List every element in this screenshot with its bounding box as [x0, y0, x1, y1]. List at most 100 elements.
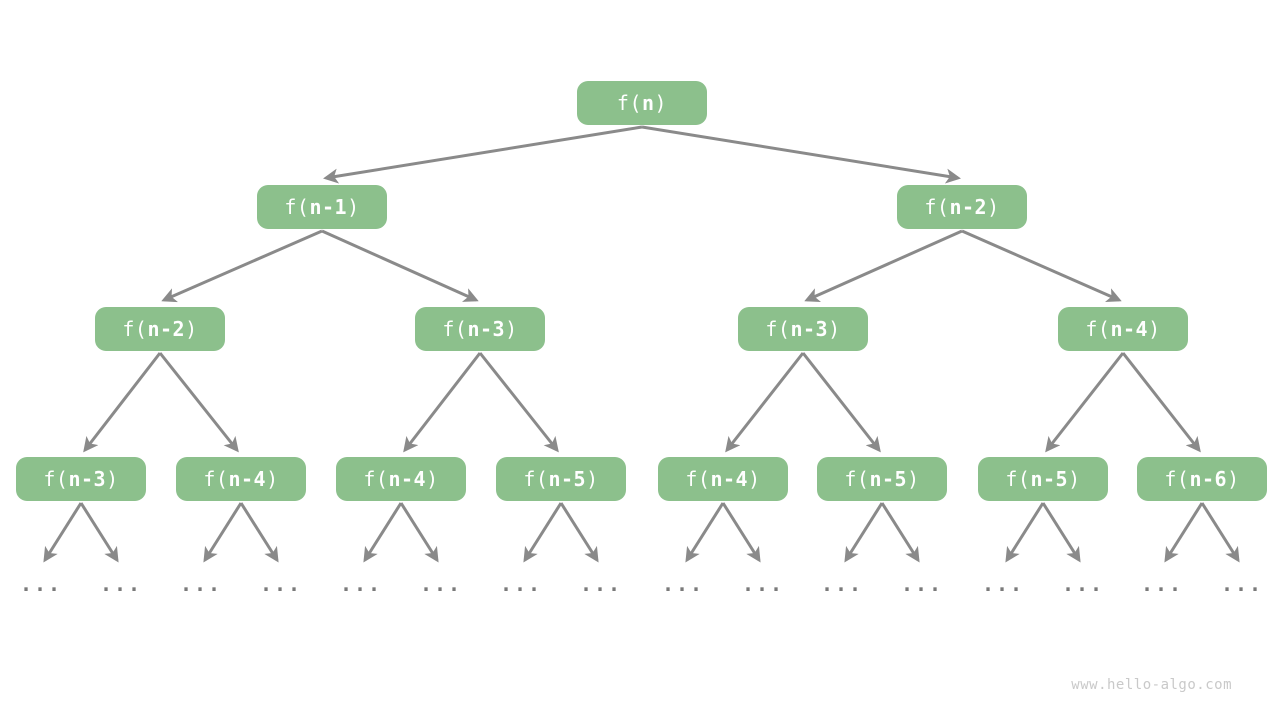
tree-edge: [725, 352, 805, 453]
node-label-pre: f(: [924, 195, 950, 219]
node-label-arg: n-5: [548, 467, 587, 491]
tree-edge: [641, 125, 961, 184]
node-label-pre: f(: [844, 467, 870, 491]
ellipsis-label: ...: [900, 572, 944, 596]
tree-edge: [83, 352, 162, 453]
tree-node: f(n-3): [16, 457, 146, 501]
tree-node: f(n-1): [257, 185, 387, 229]
tree-edge: [403, 352, 482, 453]
tree-edge: [721, 502, 761, 563]
tree-edge: [1045, 352, 1125, 453]
node-label-pre: f(: [43, 467, 69, 491]
node-label-post: ): [185, 317, 198, 341]
tree-node: f(n-4): [176, 457, 306, 501]
node-label-post: ): [1148, 317, 1161, 341]
tree-node: f(n-3): [738, 307, 868, 351]
node-label-arg: n-5: [869, 467, 908, 491]
ellipsis-label: ...: [1140, 572, 1184, 596]
ellipsis-label: ...: [661, 572, 705, 596]
tree-edge: [323, 125, 643, 184]
node-label-post: ): [1068, 467, 1081, 491]
tree-edge: [801, 352, 881, 453]
tree-edge: [158, 352, 239, 453]
ellipsis-label: ...: [1061, 572, 1105, 596]
tree-edge: [321, 229, 479, 302]
tree-node: f(n-4): [1058, 307, 1188, 351]
tree-node: f(n-6): [1137, 457, 1267, 501]
node-label-post: ): [106, 467, 119, 491]
tree-edge: [239, 502, 279, 563]
node-label-arg: n-3: [790, 317, 829, 341]
ellipsis-label: ...: [19, 572, 63, 596]
node-label-pre: f(: [203, 467, 229, 491]
tree-edge: [844, 502, 884, 563]
tree-edge: [79, 502, 119, 563]
node-label-post: ): [828, 317, 841, 341]
ellipsis-label: ...: [1220, 572, 1264, 596]
tree-node: f(n-4): [336, 457, 466, 501]
node-label-arg: n-1: [309, 195, 348, 219]
node-label-post: ): [1227, 467, 1240, 491]
node-label-post: ): [907, 467, 920, 491]
tree-edge: [559, 502, 599, 563]
tree-node: f(n): [577, 81, 707, 125]
tree-edge: [880, 502, 920, 563]
node-label-pre: f(: [616, 91, 642, 115]
node-label-arg: n-2: [949, 195, 988, 219]
node-label-pre: f(: [1005, 467, 1031, 491]
tree-edge: [1121, 352, 1201, 453]
node-label-arg: n-6: [1189, 467, 1228, 491]
tree-edge: [399, 502, 439, 563]
node-label-pre: f(: [122, 317, 148, 341]
tree-edge: [961, 229, 1122, 303]
tree-node: f(n-5): [496, 457, 626, 501]
node-label-arg: n-3: [68, 467, 107, 491]
tree-edge: [685, 502, 725, 563]
node-label-pre: f(: [1164, 467, 1190, 491]
node-label-post: ): [987, 195, 1000, 219]
node-label-pre: f(: [1085, 317, 1111, 341]
ellipsis-label: ...: [741, 572, 785, 596]
tree-edge: [43, 502, 83, 563]
ellipsis-label: ...: [179, 572, 223, 596]
tree-node: f(n-5): [817, 457, 947, 501]
tree-edge: [161, 229, 323, 303]
ellipsis-label: ...: [579, 572, 623, 596]
node-label-arg: n-4: [1110, 317, 1149, 341]
node-label-pre: f(: [284, 195, 310, 219]
node-label-post: ): [426, 467, 439, 491]
tree-edge: [363, 502, 403, 563]
node-label-post: ): [586, 467, 599, 491]
ellipsis-label: ...: [820, 572, 864, 596]
tree-edge: [1041, 502, 1081, 563]
node-label-arg: n-2: [147, 317, 186, 341]
node-label-arg: n-5: [1030, 467, 1069, 491]
node-label-arg: n-4: [710, 467, 749, 491]
node-label-arg: n-3: [467, 317, 506, 341]
ellipsis-label: ...: [99, 572, 143, 596]
node-label-pre: f(: [442, 317, 468, 341]
node-label-pre: f(: [523, 467, 549, 491]
ellipsis-label: ...: [981, 572, 1025, 596]
tree-node: f(n-3): [415, 307, 545, 351]
tree-node: f(n-2): [95, 307, 225, 351]
ellipsis-label: ...: [259, 572, 303, 596]
node-label-post: ): [505, 317, 518, 341]
tree-edge: [478, 352, 559, 453]
ellipsis-label: ...: [339, 572, 383, 596]
tree-edge: [1164, 502, 1204, 563]
tree-node: f(n-4): [658, 457, 788, 501]
ellipsis-label: ...: [499, 572, 543, 596]
tree-edge: [804, 229, 963, 302]
node-label-arg: n: [642, 91, 655, 115]
node-label-post: ): [654, 91, 668, 115]
tree-edge: [1005, 502, 1045, 563]
node-label-pre: f(: [685, 467, 711, 491]
node-label-pre: f(: [363, 467, 389, 491]
tree-edge: [523, 502, 563, 563]
node-label-pre: f(: [765, 317, 791, 341]
tree-node: f(n-2): [897, 185, 1027, 229]
tree-node: f(n-5): [978, 457, 1108, 501]
